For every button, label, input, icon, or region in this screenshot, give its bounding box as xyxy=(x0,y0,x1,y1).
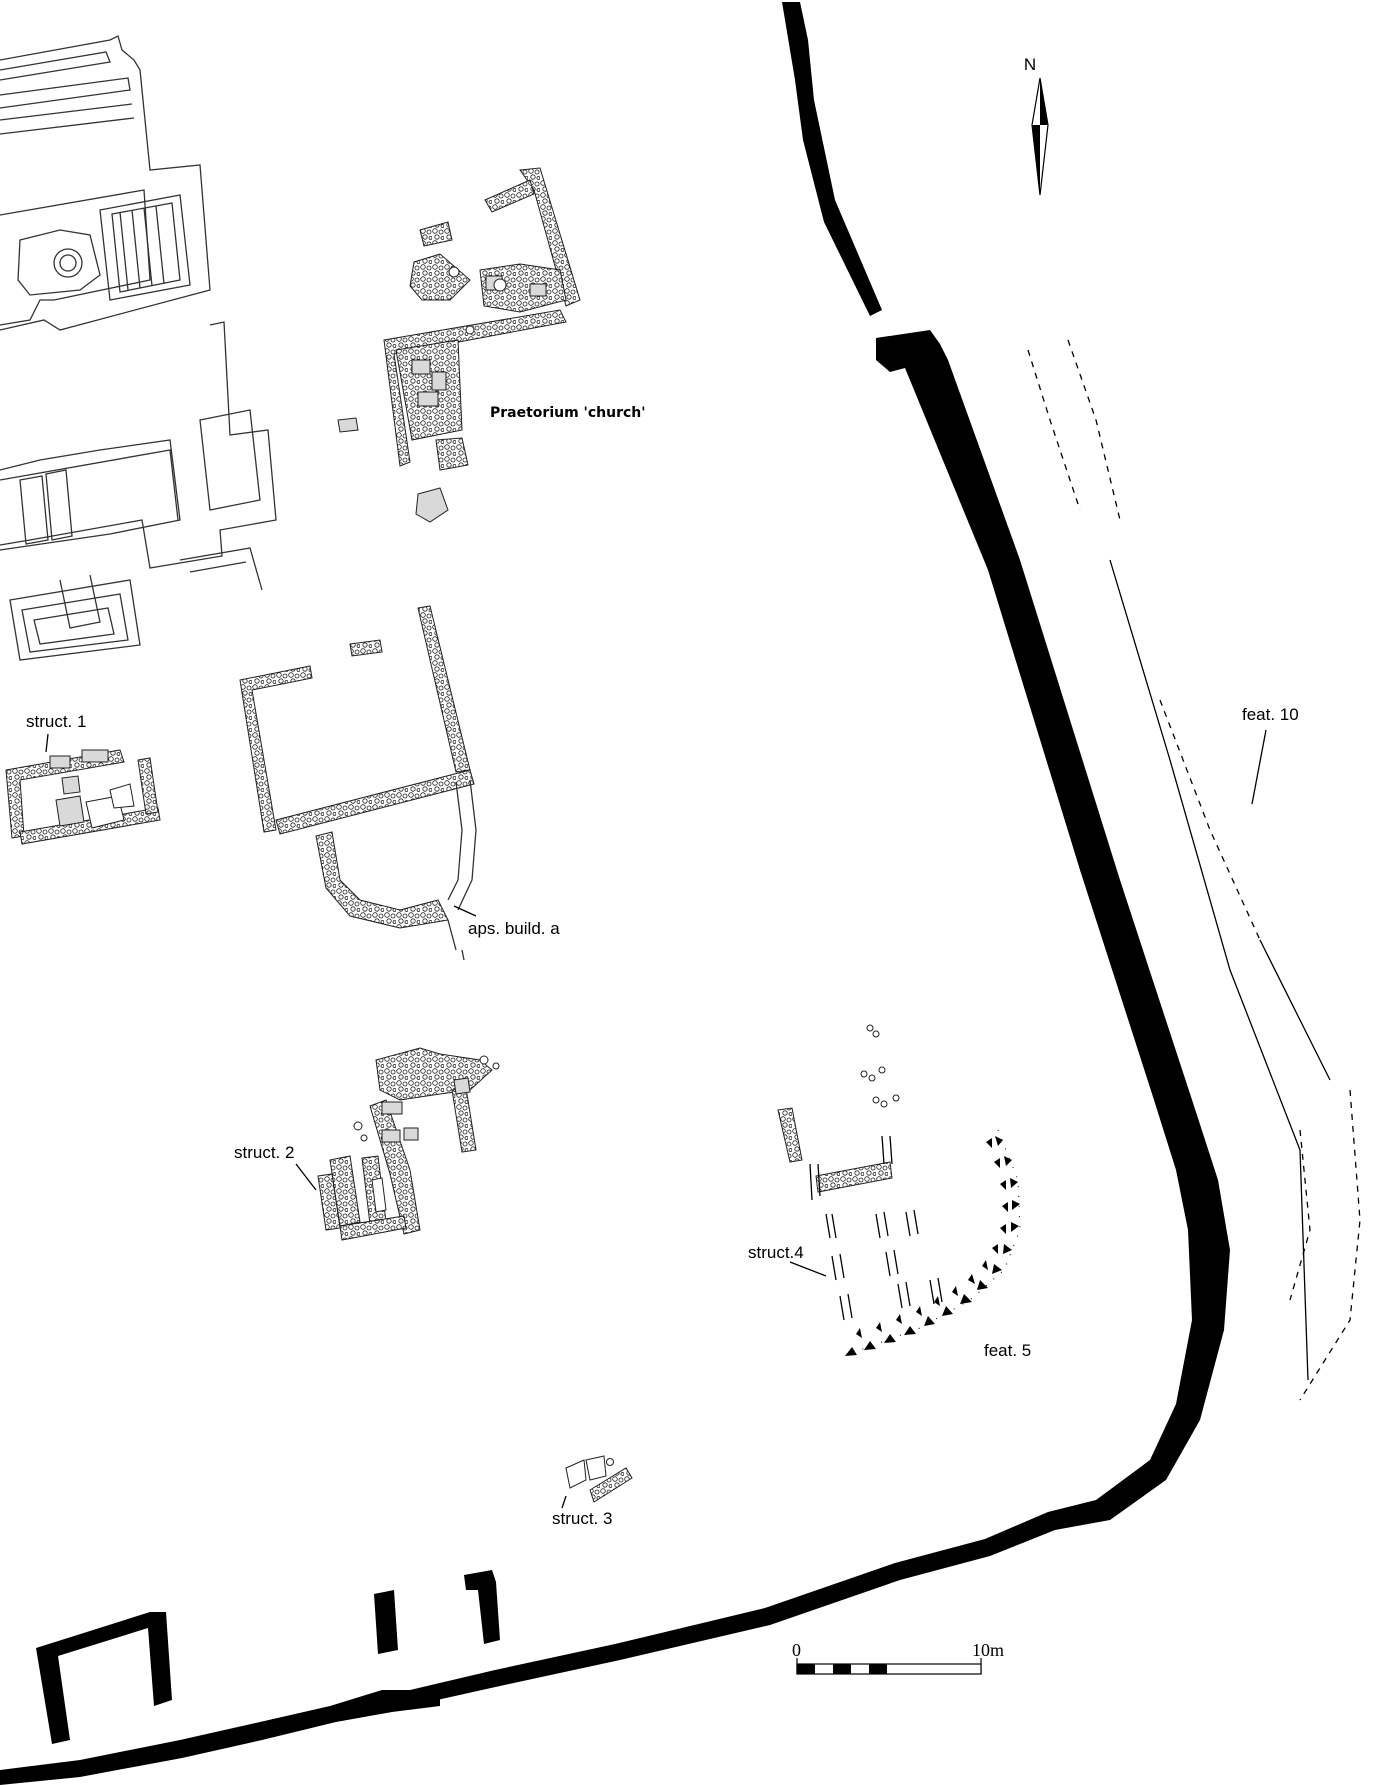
struct-2 xyxy=(317,1047,500,1241)
fortification-wall xyxy=(0,2,1230,1785)
struct-1-label: struct. 1 xyxy=(26,712,86,731)
building-outline-complex xyxy=(0,35,277,661)
feat-10-label: feat. 10 xyxy=(1242,705,1299,724)
apsidal-building-a xyxy=(239,605,477,961)
scale-start-label: 0 xyxy=(792,1640,801,1660)
struct-4-label: struct.4 xyxy=(748,1243,804,1262)
aps-build-a-leader xyxy=(453,905,477,917)
feat-10-leader xyxy=(1251,729,1267,805)
praetorium-church xyxy=(337,167,581,523)
feat-10 xyxy=(1027,339,1361,1401)
scale-bar: 0 10m xyxy=(792,1640,1004,1675)
struct-1 xyxy=(5,749,161,845)
feat-5-label: feat. 5 xyxy=(984,1341,1031,1360)
struct-3-label: struct. 3 xyxy=(552,1509,612,1528)
struct-1-leader xyxy=(45,733,49,753)
aps-build-a-label: aps. build. a xyxy=(468,919,560,938)
north-arrow: N xyxy=(1024,55,1049,196)
struct-4 xyxy=(777,1024,943,1321)
struct-2-label: struct. 2 xyxy=(234,1143,294,1162)
struct-3-leader xyxy=(561,1495,567,1509)
north-arrow-label: N xyxy=(1024,55,1036,74)
struct-3 xyxy=(565,1455,633,1503)
struct-4-leader xyxy=(789,1261,827,1277)
struct-2-leader xyxy=(295,1163,317,1191)
praetorium-church-label: Praetorium 'church' xyxy=(490,405,646,421)
scale-end-label: 10m xyxy=(972,1640,1004,1660)
feat-5 xyxy=(845,1129,1021,1356)
